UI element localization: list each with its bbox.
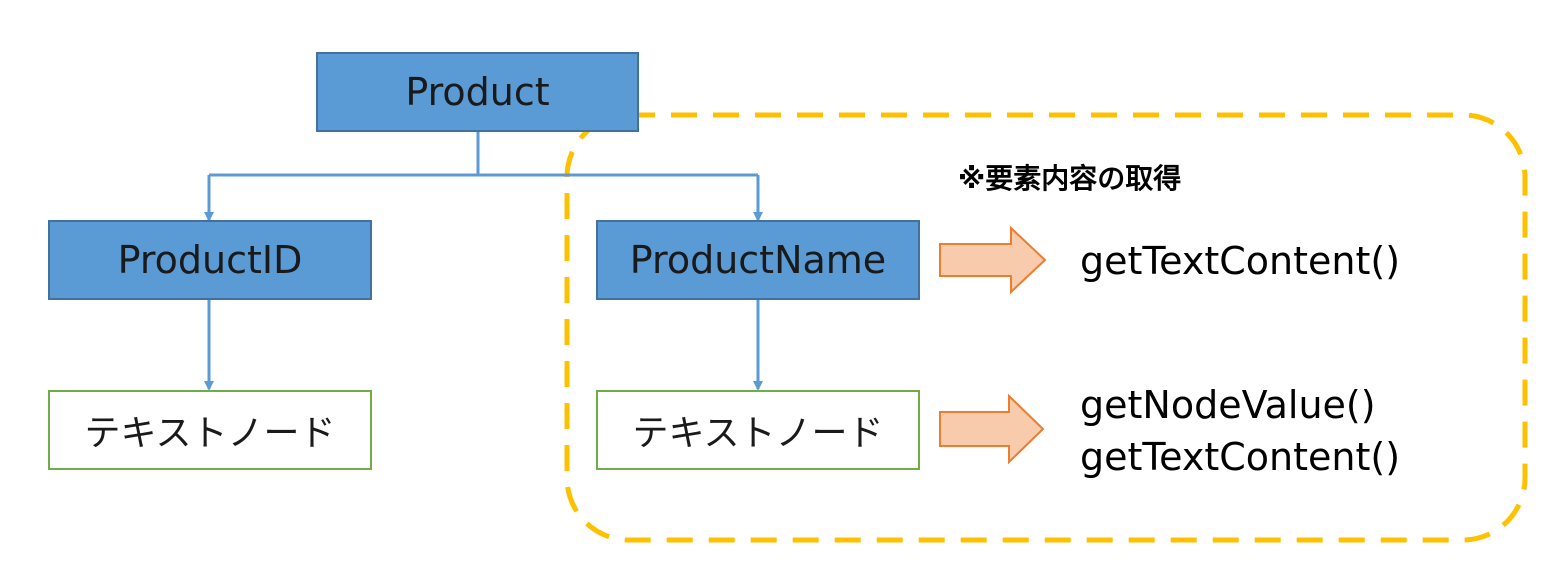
- node-text-right: テキストノード: [596, 390, 920, 470]
- method-element-text-content: getTextContent(): [1080, 239, 1401, 283]
- node-product-id: ProductID: [48, 220, 372, 300]
- node-product-name: ProductName: [596, 220, 920, 300]
- note-label: ※要素内容の取得: [958, 162, 1182, 195]
- highlight-region: [564, 112, 1528, 543]
- method-node-value: getNodeValue(): [1080, 383, 1376, 427]
- block-arrow-right-icon: [939, 393, 1045, 465]
- connectors: [204, 131, 763, 391]
- node-text-left: テキストノード: [48, 390, 372, 470]
- block-arrow-right-icon: [939, 225, 1047, 295]
- node-product: Product: [316, 52, 639, 132]
- method-text-node-text-content: getTextContent(): [1080, 435, 1401, 479]
